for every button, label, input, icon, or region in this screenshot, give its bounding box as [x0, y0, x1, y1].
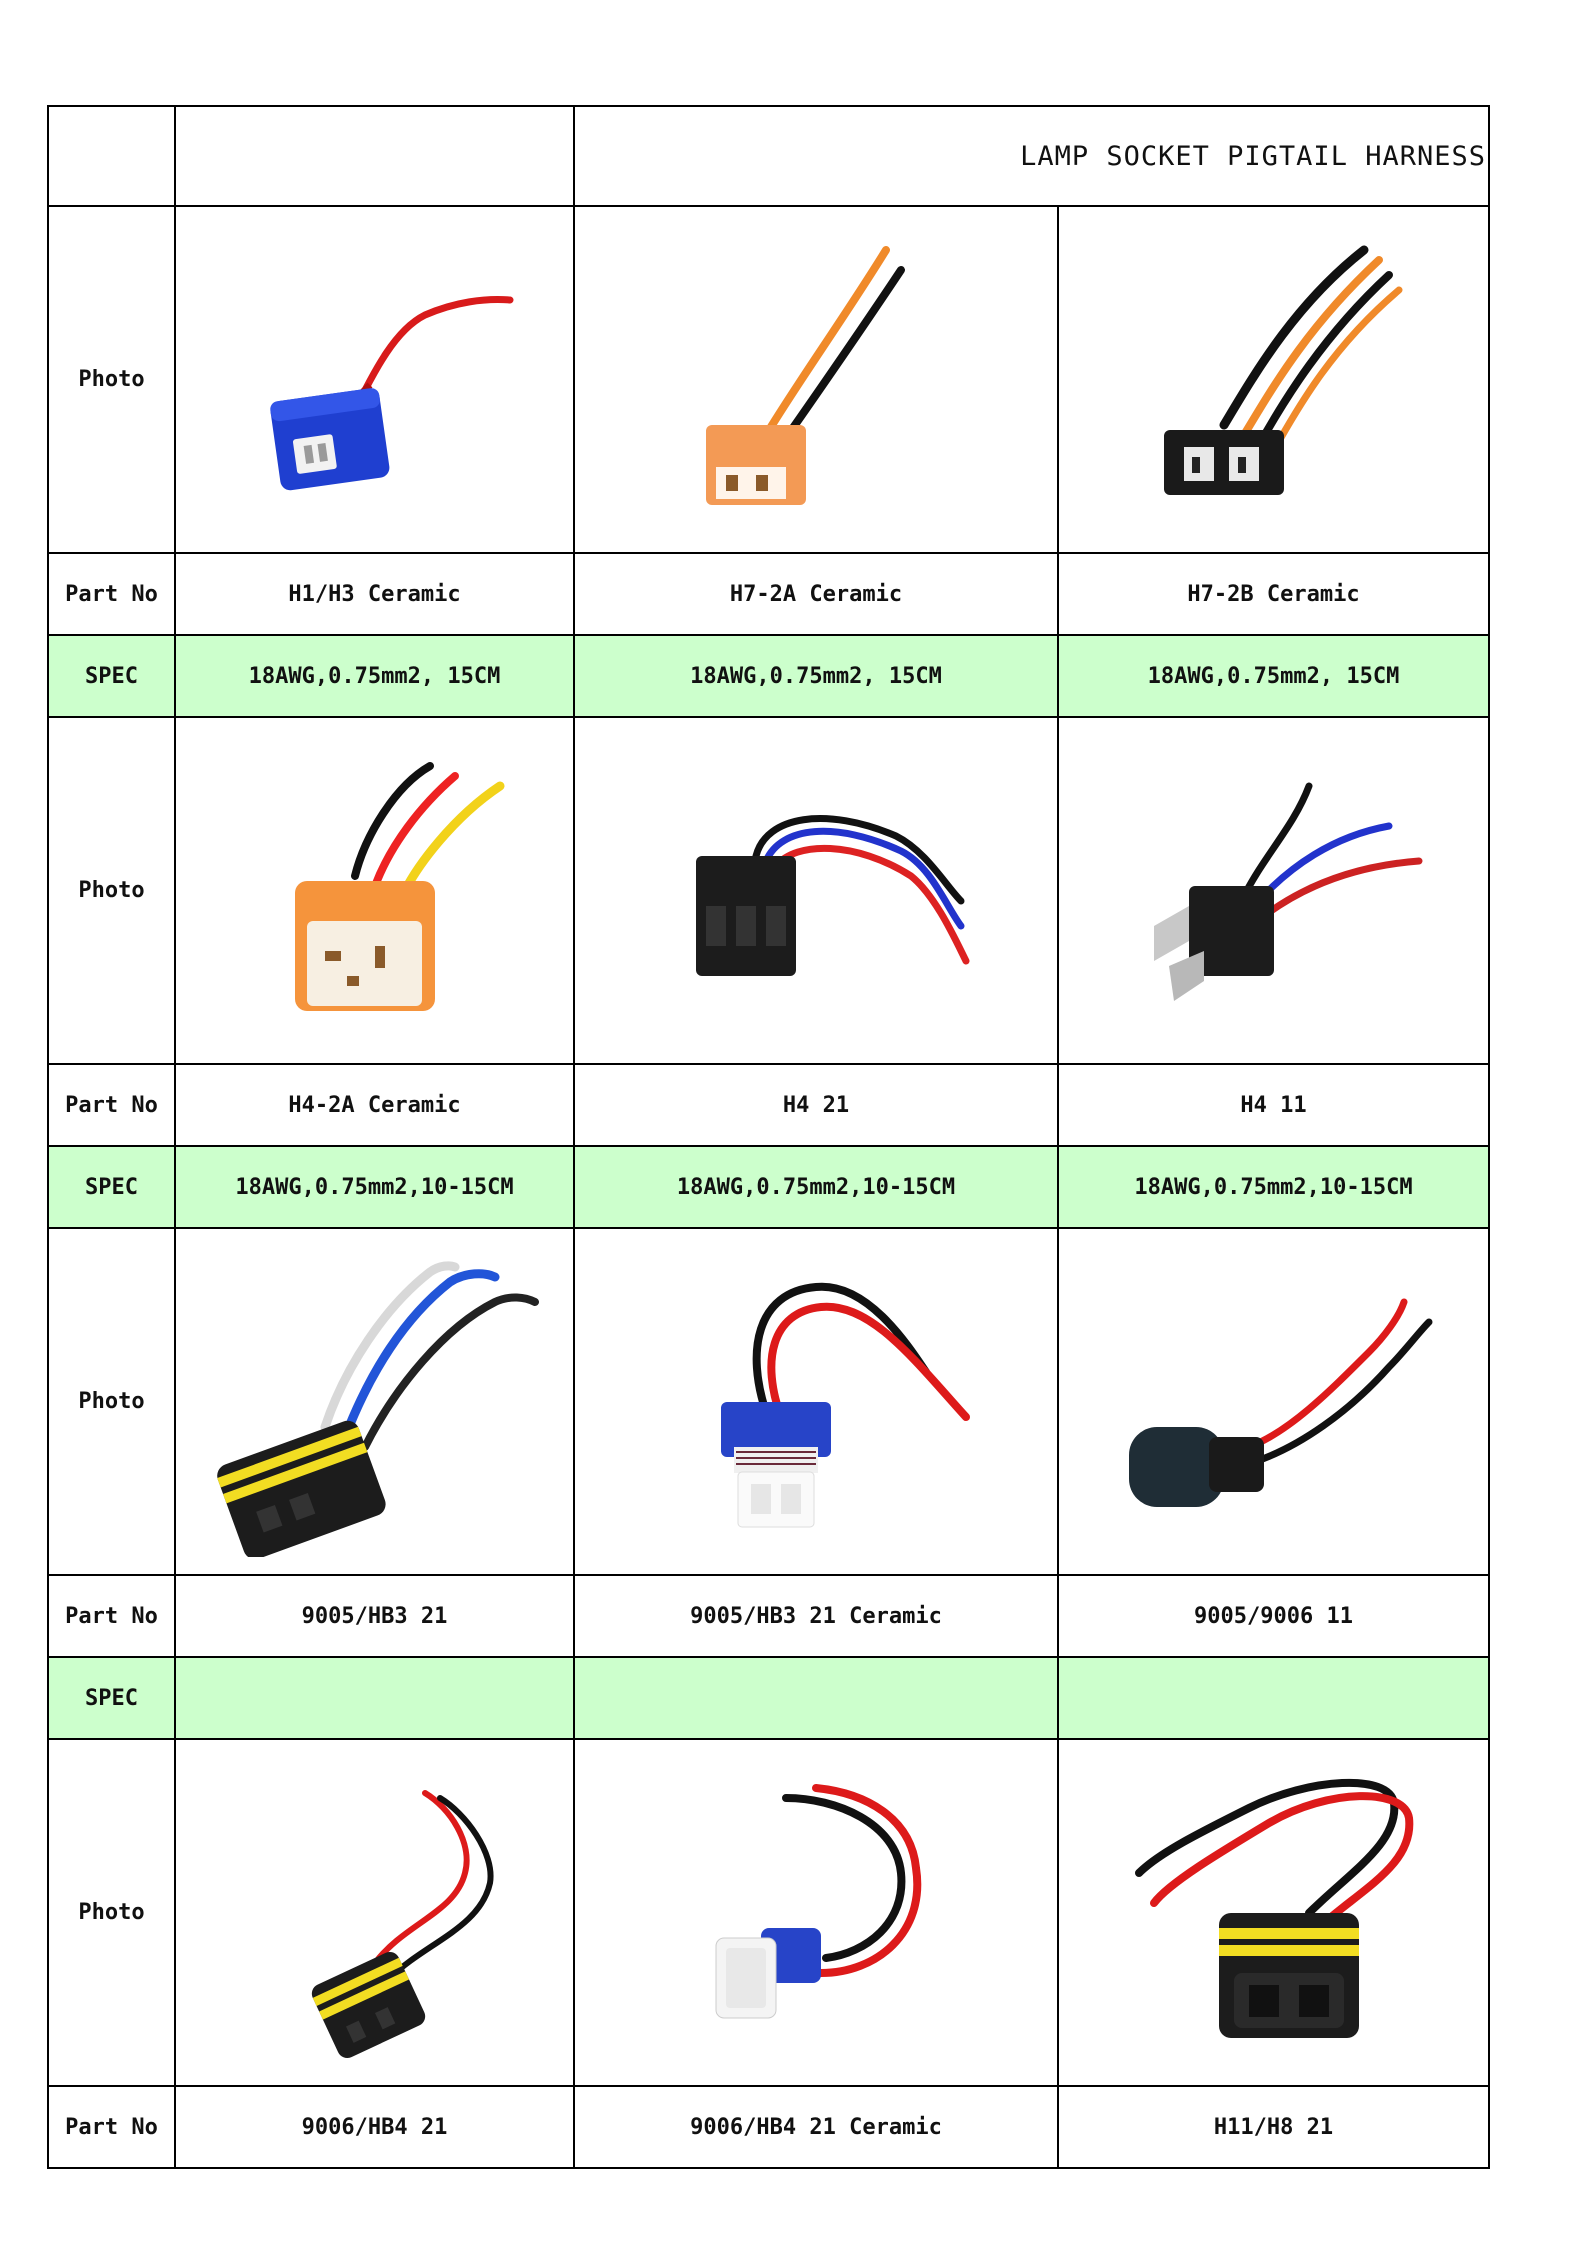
product-photo-h4-21 [573, 716, 1059, 1065]
photo-row-label: Photo [47, 716, 176, 1065]
spec-cell: 18AWG,0.75mm2, 15CM [573, 634, 1059, 718]
black-socket-three-wires-icon [656, 765, 976, 1016]
spec-cell: 18AWG,0.75mm2, 15CM [174, 634, 575, 718]
part-no-cell: H4 11 [1057, 1063, 1490, 1147]
product-photo-h7-2b [1057, 205, 1490, 554]
part-no-cell: H4 21 [573, 1063, 1059, 1147]
part-no-cell: 9006/HB4 21 [174, 2085, 575, 2169]
part-no-row-label: Part No [47, 2085, 176, 2169]
product-photo-9006-hb4-21 [174, 1738, 575, 2087]
part-no-cell: H11/H8 21 [1057, 2085, 1490, 2169]
spec-row-label: SPEC [47, 1145, 176, 1229]
part-no-cell: H4-2A Ceramic [174, 1063, 575, 1147]
blue-ceramic-socket-icon [224, 259, 525, 500]
black-plug-red-black-wires-icon [1108, 1281, 1439, 1522]
product-photo-h4-11 [1057, 716, 1490, 1065]
part-no-cell: 9006/HB4 21 Ceramic [573, 2085, 1059, 2169]
photo-row-label: Photo [47, 1227, 176, 1576]
spec-cell [1057, 1656, 1490, 1740]
orange-ceramic-socket-icon [656, 234, 976, 525]
black-socket-yellow-seal-large-icon [1108, 1762, 1439, 2063]
product-photo-h11-h8-21 [1057, 1738, 1490, 2087]
part-no-row-label: Part No [47, 1574, 176, 1658]
spec-row-label: SPEC [47, 1656, 176, 1740]
blue-white-ceramic-socket-icon [656, 1251, 976, 1552]
corner-cell [47, 105, 176, 207]
part-no-cell: 9005/HB3 21 [174, 1574, 575, 1658]
product-photo-9005-hb3-21-ceramic [573, 1227, 1059, 1576]
part-no-cell: H1/H3 Ceramic [174, 552, 575, 636]
spec-cell: 18AWG,0.75mm2,10-15CM [174, 1145, 575, 1229]
spec-cell [174, 1656, 575, 1740]
orange-ceramic-socket-three-wires-icon [224, 745, 525, 1036]
white-blue-ceramic-socket-icon [666, 1762, 966, 2063]
part-no-cell: 9005/HB3 21 Ceramic [573, 1574, 1059, 1658]
part-no-cell: H7-2A Ceramic [573, 552, 1059, 636]
black-socket-orange-wires-icon [1133, 234, 1414, 525]
spec-cell: 18AWG,0.75mm2,10-15CM [573, 1145, 1059, 1229]
part-no-cell: H7-2B Ceramic [1057, 552, 1490, 636]
black-socket-yellow-seal-icon [204, 1246, 545, 1557]
spec-cell [573, 1656, 1059, 1740]
product-photo-9006-hb4-21-ceramic [573, 1738, 1059, 2087]
product-photo-9005-9006-11 [1057, 1227, 1490, 1576]
part-no-row-label: Part No [47, 1063, 176, 1147]
spec-row-label: SPEC [47, 634, 176, 718]
black-socket-yellow-seal-small-icon [224, 1762, 525, 2063]
photo-row-label: Photo [47, 1738, 176, 2087]
part-no-cell: 9005/9006 11 [1057, 1574, 1490, 1658]
header-blank-cell [174, 105, 575, 207]
product-photo-9005-hb3-21 [174, 1227, 575, 1576]
spec-cell: 18AWG,0.75mm2,10-15CM [1057, 1145, 1490, 1229]
part-no-row-label: Part No [47, 552, 176, 636]
spec-cell: 18AWG,0.75mm2, 15CM [1057, 634, 1490, 718]
photo-row-label: Photo [47, 205, 176, 554]
product-photo-h1-h3 [174, 205, 575, 554]
page-title: LAMP SOCKET PIGTAIL HARNESS [573, 105, 1490, 207]
product-photo-h4-2a [174, 716, 575, 1065]
product-table: LAMP SOCKET PIGTAIL HARNESS Photo [47, 105, 1490, 2169]
black-plug-three-wires-icon [1113, 765, 1434, 1016]
product-photo-h7-2a [573, 205, 1059, 554]
